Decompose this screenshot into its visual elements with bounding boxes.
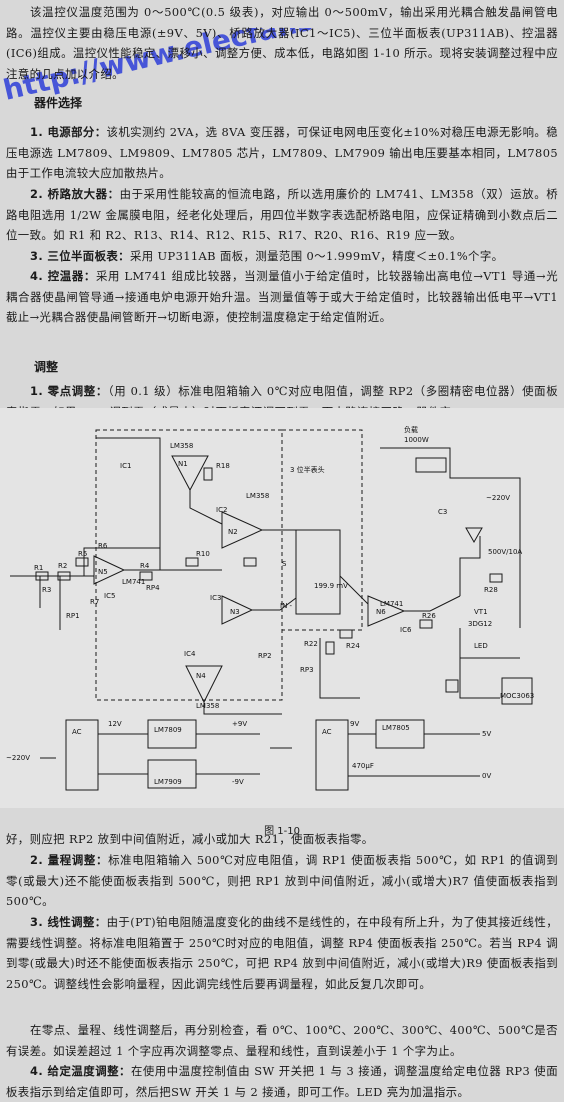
- opamp-label-n3: N3: [230, 608, 240, 616]
- opamp-label-n4: N4: [196, 672, 206, 680]
- paragraph-range-adjust: 2. 量程调整：标准电阻箱输入 500℃对应电阻值，调 RP1 使面板表指 50…: [6, 850, 558, 912]
- switch-label: S: [282, 560, 287, 568]
- ac-box-label-1: AC: [72, 728, 82, 736]
- label-power: 1. 电源部分：: [30, 125, 107, 139]
- res-label-r26: R26: [422, 612, 436, 620]
- text-controller: 采用 LM741 组成比较器，当测量值小于给定值时，比较器输出高电位→VT1 导…: [6, 269, 558, 325]
- opamp-label-n5: N5: [98, 568, 108, 576]
- reg-lm7809: LM7809: [154, 726, 182, 734]
- paragraph-panel-meter: 3. 三位半面板表：采用 UP311AB 面板，测量范围 0～1.999mV，精…: [6, 246, 558, 267]
- figure-caption: 图 1-10: [264, 826, 300, 837]
- ac-label: ~220V: [486, 494, 510, 502]
- res-label-r24: R24: [346, 642, 360, 650]
- chip-label-2: LM358: [246, 492, 269, 500]
- meter-value: 199.9 mV: [314, 582, 348, 590]
- paragraph-controller: 4. 控温器：采用 LM741 组成比较器，当测量值小于给定值时，比较器输出高电…: [6, 266, 558, 328]
- v9-label: 9V: [350, 720, 359, 728]
- moc-label: MOC3063: [500, 692, 534, 700]
- res-label-r6: R6: [98, 542, 108, 550]
- meter-title: 3 位半表头: [290, 465, 325, 474]
- rp-label-rp4: RP4: [146, 584, 160, 592]
- text-power: 该机实测约 2VA，选 8VA 变压器，可保证电网电压变化±10%对稳压电源无影…: [6, 125, 558, 181]
- meter-in-minus: IN -: [280, 602, 293, 610]
- text-setpoint-adjust: 在使用中温度控制值由 SW 开关把 1 与 3 接通，调整温度给定电位器 RP3…: [6, 1064, 558, 1099]
- load-label: 负载: [404, 425, 418, 434]
- ic-label-ic5: IC5: [104, 592, 115, 600]
- ac-box-label-2: AC: [322, 728, 332, 736]
- v9p-label: +9V: [232, 720, 247, 728]
- rp-label-rp1: RP1: [66, 612, 80, 620]
- v0-label: 0V: [482, 772, 491, 780]
- c3-label: C3: [438, 508, 447, 516]
- ic-label-ic6: IC6: [400, 626, 412, 634]
- circuit-diagram: N1 N2 N3 N4 N5 N6 IC1 IC2 IC3 IC4 IC5 IC…: [0, 408, 564, 808]
- supply-ac-label: ~220V: [6, 754, 30, 762]
- cap470-label: 470μF: [352, 762, 374, 770]
- res-label-r22: R22: [304, 640, 318, 648]
- section-heading-adjust: 调整: [34, 360, 59, 374]
- reg-lm7909: LM7909: [154, 778, 182, 786]
- paragraph-check: 在零点、量程、线性调整后，再分别检查，看 0℃、100℃、200℃、300℃、4…: [6, 1023, 558, 1058]
- led-label: LED: [474, 642, 488, 650]
- res-label-r28: R28: [484, 586, 498, 594]
- res-label-r1: R1: [34, 564, 43, 572]
- res-label-r2: R2: [58, 562, 67, 570]
- v5-label: 5V: [482, 730, 491, 738]
- chip-label-6: LM741: [380, 600, 403, 608]
- paragraph-zero-adjust-cont: 好，则应把 RP2 放到中间值附近，减小或加大 R21，使面板表指零。: [6, 832, 374, 846]
- text-range-adjust: 标准电阻箱输入 500℃对应电阻值，调 RP1 使面板表指 500℃，如 RP1…: [6, 853, 559, 909]
- label-bridge-amp: 2. 桥路放大器：: [30, 187, 120, 201]
- res-label-r7: R7: [90, 598, 99, 606]
- paragraph-bridge-amp: 2. 桥路放大器：由于采用性能较高的恒流电路，所以选用廉价的 LM741、LM3…: [6, 184, 558, 246]
- text-linearity-adjust: 由于(PT)铂电阻随温度变化的曲线不是线性的，在中段有所上升，为了使其接近线性，…: [6, 915, 558, 991]
- text-bridge-amp: 由于采用性能较高的恒流电路，所以选用廉价的 LM741、LM358（双）运放。桥…: [6, 187, 558, 243]
- text-panel-meter: 采用 UP311AB 面板，测量范围 0～1.999mV，精度＜±0.1%个字。: [129, 249, 504, 263]
- v12-label: 12V: [108, 720, 122, 728]
- res-label-r3: R3: [42, 586, 51, 594]
- load-power: 1000W: [404, 436, 429, 444]
- chip-label-4: LM358: [196, 702, 219, 710]
- label-panel-meter: 3. 三位半面板表：: [30, 249, 130, 263]
- rp-label-rp2: RP2: [258, 652, 272, 660]
- rp-label-rp3: RP3: [300, 666, 314, 674]
- opamp-label-n1: N1: [178, 460, 188, 468]
- paragraph-linearity-adjust: 3. 线性调整：由于(PT)铂电阻随温度变化的曲线不是线性的，在中段有所上升，为…: [6, 912, 558, 994]
- label-zero-adjust: 1. 零点调整：: [30, 384, 108, 398]
- paragraph-power: 1. 电源部分：该机实测约 2VA，选 8VA 变压器，可保证电网电压变化±10…: [6, 122, 558, 184]
- label-controller: 4. 控温器：: [30, 269, 96, 283]
- intro-paragraph: 该温控仪温度范围为 0～500℃(0.5 级表)，对应输出 0～500mV，输出…: [6, 5, 558, 81]
- res-label-r5: R5: [78, 550, 87, 558]
- label-linearity-adjust: 3. 线性调整：: [30, 915, 107, 929]
- vt1-label: VT1: [474, 608, 488, 616]
- ic-label-ic4: IC4: [184, 650, 196, 658]
- chip-label-3: LM741: [122, 578, 145, 586]
- opamp-label-n6: N6: [376, 608, 386, 616]
- opamp-label-n2: N2: [228, 528, 238, 536]
- ic-label-ic3: IC3: [210, 594, 221, 602]
- label-range-adjust: 2. 量程调整：: [30, 853, 109, 867]
- circuit-schematic: N1 N2 N3 N4 N5 N6 IC1 IC2 IC3 IC4 IC5 IC…: [6, 425, 534, 791]
- ic-label-ic2: IC2: [216, 506, 227, 514]
- paragraph-setpoint-adjust: 4. 给定温度调整：在使用中温度控制值由 SW 开关把 1 与 3 接通，调整温…: [6, 1061, 558, 1102]
- v9n-label: -9V: [232, 778, 244, 786]
- scr-label: 500V/10A: [488, 548, 522, 556]
- res-label-r10: R10: [196, 550, 210, 558]
- chip-label-1: LM358: [170, 442, 193, 450]
- reg-lm7805: LM7805: [382, 724, 410, 732]
- res-label-r4: R4: [140, 562, 150, 570]
- res-label-r18: R18: [216, 462, 230, 470]
- label-setpoint-adjust: 4. 给定温度调整：: [30, 1064, 131, 1078]
- ic-label-ic1: IC1: [120, 462, 131, 470]
- vt1-value: 3DG12: [468, 620, 492, 628]
- section-heading-parts: 器件选择: [34, 96, 83, 110]
